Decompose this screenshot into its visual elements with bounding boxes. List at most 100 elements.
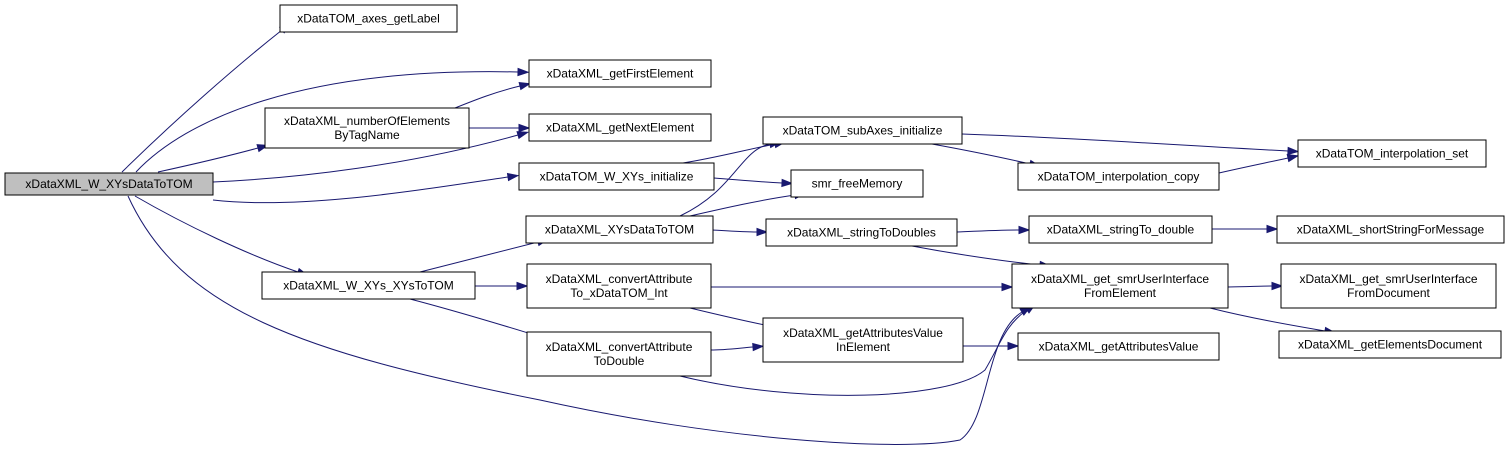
- node-box[interactable]: [1017, 162, 1220, 191]
- edge-getAttrsValueInElem-to-getAttrsValue: [963, 341, 1020, 351]
- edge-stringToDouble-to-shortString: [1211, 224, 1279, 234]
- node-getFirstElement[interactable]: xDataXML_getFirstElement: [528, 59, 712, 88]
- arrowhead-icon: [781, 178, 794, 188]
- node-root[interactable]: xDataXML_W_XYsDataToTOM: [4, 172, 214, 196]
- node-label: xDataXML_shortStringForMessage: [1297, 223, 1485, 237]
- node-label: xDataTOM_axes_getLabel: [297, 12, 440, 26]
- node-box[interactable]: [1280, 263, 1497, 309]
- node-shortString[interactable]: xDataXML_shortStringForMessage: [1276, 215, 1505, 244]
- node-label: xDataXML_getFirstElement: [547, 67, 694, 81]
- edge-line: [911, 245, 1041, 266]
- edge-root-to-wxysInit: [212, 172, 520, 204]
- node-box[interactable]: [1028, 215, 1213, 244]
- node-box[interactable]: [762, 116, 963, 145]
- node-getNextElement[interactable]: xDataXML_getNextElement: [528, 113, 712, 142]
- node-label: xDataXML_getAttributesValue: [1039, 340, 1199, 354]
- edge-line: [712, 229, 758, 233]
- edge-line: [121, 29, 283, 173]
- node-box[interactable]: [1297, 139, 1487, 168]
- node-box[interactable]: [1276, 215, 1505, 244]
- node-subAxesInit[interactable]: xDataTOM_subAxes_initialize: [762, 116, 963, 145]
- node-box[interactable]: [765, 218, 958, 247]
- node-xysDataToTOM[interactable]: xDataXML_XYsDataToTOM: [525, 215, 714, 244]
- node-box[interactable]: [1017, 332, 1220, 361]
- node-box[interactable]: [264, 107, 470, 149]
- node-box[interactable]: [526, 263, 712, 309]
- node-label: xDataXML_getNextElement: [546, 121, 695, 135]
- node-stringToDoubles[interactable]: xDataXML_stringToDoubles: [765, 218, 958, 247]
- node-wxysToTOM[interactable]: xDataXML_W_XYs_XYsToTOM: [261, 271, 476, 300]
- arrowhead-icon: [1001, 282, 1014, 292]
- node-label: xDataTOM_interpolation_copy: [1038, 170, 1200, 184]
- edge-line: [212, 134, 519, 183]
- edge-root-to-wxysToTOM: [134, 195, 309, 276]
- edge-root-to-axesGetLabel: [121, 22, 292, 173]
- node-label: To_xDataTOM_Int: [570, 286, 668, 300]
- node-getElemsDoc[interactable]: xDataXML_getElementsDocument: [1278, 330, 1502, 359]
- edge-xysDataToTOM-to-stringToDoubles: [712, 227, 769, 237]
- node-box[interactable]: [528, 59, 712, 88]
- node-label: xDataXML_convertAttribute: [546, 340, 693, 354]
- node-box[interactable]: [279, 4, 458, 33]
- node-stringToDouble[interactable]: xDataXML_stringTo_double: [1028, 215, 1213, 244]
- arrowhead-icon: [1287, 146, 1300, 156]
- node-box[interactable]: [526, 331, 712, 377]
- arrowhead-icon: [518, 82, 532, 91]
- node-label: InElement: [836, 340, 891, 354]
- node-box[interactable]: [1278, 330, 1502, 359]
- node-getSmrUIDoc[interactable]: xDataXML_get_smrUserInterfaceFromDocumen…: [1280, 263, 1497, 309]
- node-wxysInit[interactable]: xDataTOM_W_XYs_initialize: [518, 162, 715, 191]
- edge-wxysInit-to-freeMemory: [713, 177, 794, 188]
- edge-line: [689, 194, 796, 217]
- edge-line: [127, 195, 1023, 445]
- node-label: xDataTOM_W_XYs_initialize: [540, 170, 694, 184]
- node-box[interactable]: [4, 172, 214, 196]
- node-interpCopy[interactable]: xDataTOM_interpolation_copy: [1017, 162, 1220, 191]
- arrowhead-icon: [752, 342, 765, 352]
- node-box[interactable]: [790, 169, 924, 198]
- node-label: xDataXML_getAttributesValue: [783, 326, 943, 340]
- node-label: xDataTOM_interpolation_set: [1316, 147, 1469, 161]
- edge-convertInt-to-getSmrUIElem: [711, 282, 1014, 292]
- edge-line: [1227, 285, 1273, 288]
- node-box[interactable]: [518, 162, 715, 191]
- edge-line: [419, 241, 539, 273]
- node-label: xDataXML_get_smrUserInterface: [1031, 272, 1209, 286]
- edge-line: [409, 298, 539, 337]
- nodes-layer: xDataXML_W_XYsDataToTOM xDataTOM_axes_get…: [4, 4, 1505, 377]
- edge-line: [956, 229, 1020, 233]
- edge-line: [454, 85, 521, 109]
- edge-line: [682, 143, 776, 164]
- edge-line: [961, 133, 1289, 152]
- arrowhead-icon: [506, 172, 520, 182]
- edge-line: [135, 71, 519, 173]
- node-box[interactable]: [525, 215, 714, 244]
- arrowhead-icon: [756, 227, 769, 237]
- node-axesGetLabel[interactable]: xDataTOM_axes_getLabel: [279, 4, 458, 33]
- arrowhead-icon: [1271, 281, 1284, 291]
- arrowhead-icon: [1286, 154, 1300, 163]
- node-interpSet[interactable]: xDataTOM_interpolation_set: [1297, 139, 1487, 168]
- edge-line: [689, 307, 766, 326]
- edge-line: [710, 346, 754, 351]
- node-box[interactable]: [1011, 263, 1229, 309]
- node-label: xDataXML_XYsDataToTOM: [545, 223, 694, 237]
- node-box[interactable]: [261, 271, 476, 300]
- node-label: xDataXML_stringToDoubles: [787, 226, 936, 240]
- arrowhead-icon: [518, 123, 531, 133]
- node-label: ToDouble: [594, 354, 645, 368]
- arrowhead-icon: [517, 67, 530, 77]
- edges-layer: [121, 22, 1337, 445]
- node-freeMemory[interactable]: smr_freeMemory: [790, 169, 924, 198]
- edge-line: [1218, 157, 1289, 174]
- edge-line: [931, 143, 1031, 165]
- node-box[interactable]: [762, 317, 964, 363]
- node-getAttrsValue[interactable]: xDataXML_getAttributesValue: [1017, 332, 1220, 361]
- node-box[interactable]: [528, 113, 712, 142]
